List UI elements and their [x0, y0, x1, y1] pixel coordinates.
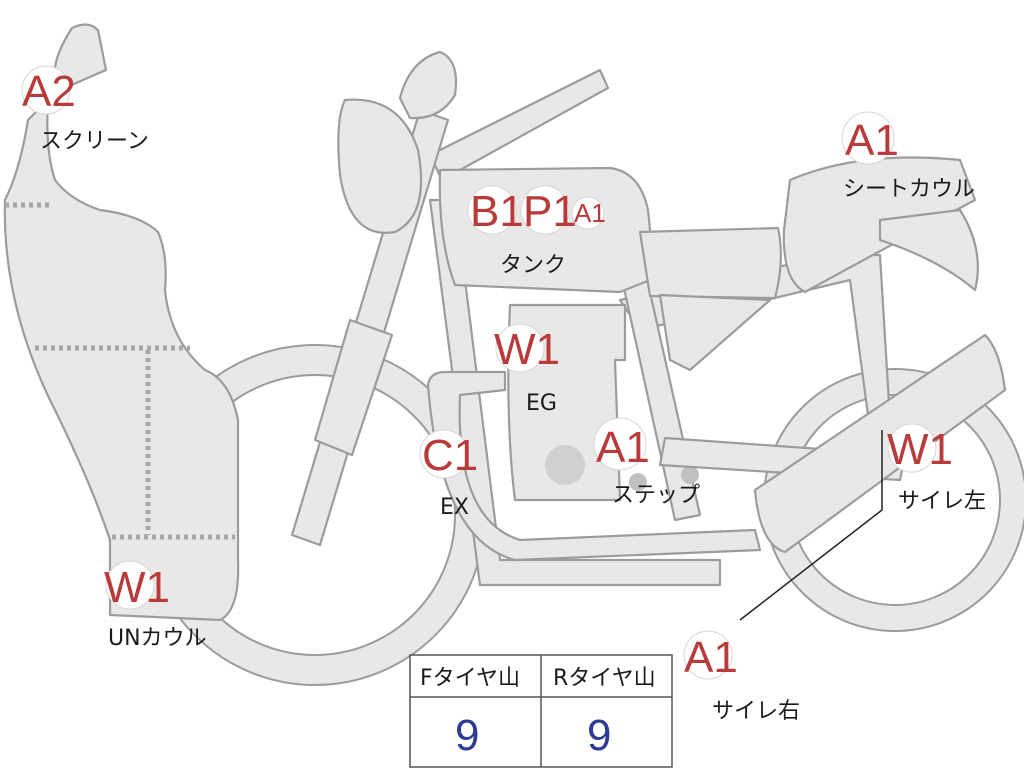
- grade-step: A1: [596, 423, 650, 472]
- part-tank: タンク: [500, 253, 566, 278]
- label-screen: A2 スクリーン: [21, 65, 149, 154]
- front-tire-value: 9: [455, 711, 479, 760]
- motorcycle-silhouette: [3, 23, 1024, 686]
- label-under-cowl: W1 UNカウル: [104, 560, 207, 651]
- front-tire-header: Fタイヤ山: [420, 666, 520, 691]
- part-muffler-right: サイレ右: [712, 699, 800, 724]
- label-exhaust: C1 EX: [419, 429, 478, 520]
- grade-engine: W1: [494, 325, 560, 374]
- muffler: [753, 333, 1007, 554]
- frame-rail-upper: [428, 68, 610, 182]
- fork-guard: [313, 318, 394, 457]
- grade-under-cowl: W1: [104, 563, 170, 612]
- muffler-leader-line: [739, 430, 883, 621]
- part-engine: EG: [526, 391, 557, 416]
- headlight: [337, 98, 423, 234]
- label-muffler-left: W1 サイレ左: [887, 423, 986, 514]
- label-seat-cowl: A1 シートカウル: [841, 111, 975, 202]
- screen-shape: [53, 23, 108, 92]
- engine-cover: [545, 445, 585, 485]
- seat-lower: [658, 293, 772, 372]
- rear-tire-value: 9: [587, 711, 611, 760]
- grade-muffler-right: A1: [684, 633, 738, 682]
- grade-muffler-left: W1: [887, 425, 953, 474]
- part-under-cowl: UNカウル: [108, 626, 207, 651]
- grade-tank-3: A1: [574, 198, 606, 228]
- grade-screen: A2: [22, 67, 76, 116]
- label-engine: W1 EG: [494, 323, 560, 416]
- grade-tank-2: P1: [523, 187, 577, 236]
- rear-tire-header: Rタイヤ山: [553, 666, 656, 691]
- label-step: A1 ステップ: [593, 417, 700, 508]
- grade-seat-cowl: A1: [845, 116, 899, 165]
- exhaust-pipe: [426, 370, 762, 562]
- tire-table: Fタイヤ山 Rタイヤ山 9 9: [409, 654, 673, 768]
- seat: [638, 226, 782, 300]
- under-cowl-shape: [3, 98, 240, 622]
- part-seat-cowl: シートカウル: [843, 177, 975, 202]
- grade-tank-1: B1: [470, 187, 524, 236]
- seat-cowl-tail: [878, 208, 979, 292]
- part-screen: スクリーン: [40, 129, 149, 154]
- grade-exhaust: C1: [422, 431, 478, 480]
- part-step: ステップ: [612, 483, 700, 508]
- part-muffler-left: サイレ左: [898, 489, 986, 514]
- mirror: [398, 50, 458, 120]
- label-muffler-right: A1 サイレ右: [683, 630, 800, 724]
- label-tank: B1 P1 A1 タンク: [467, 185, 606, 278]
- part-exhaust: EX: [440, 495, 469, 520]
